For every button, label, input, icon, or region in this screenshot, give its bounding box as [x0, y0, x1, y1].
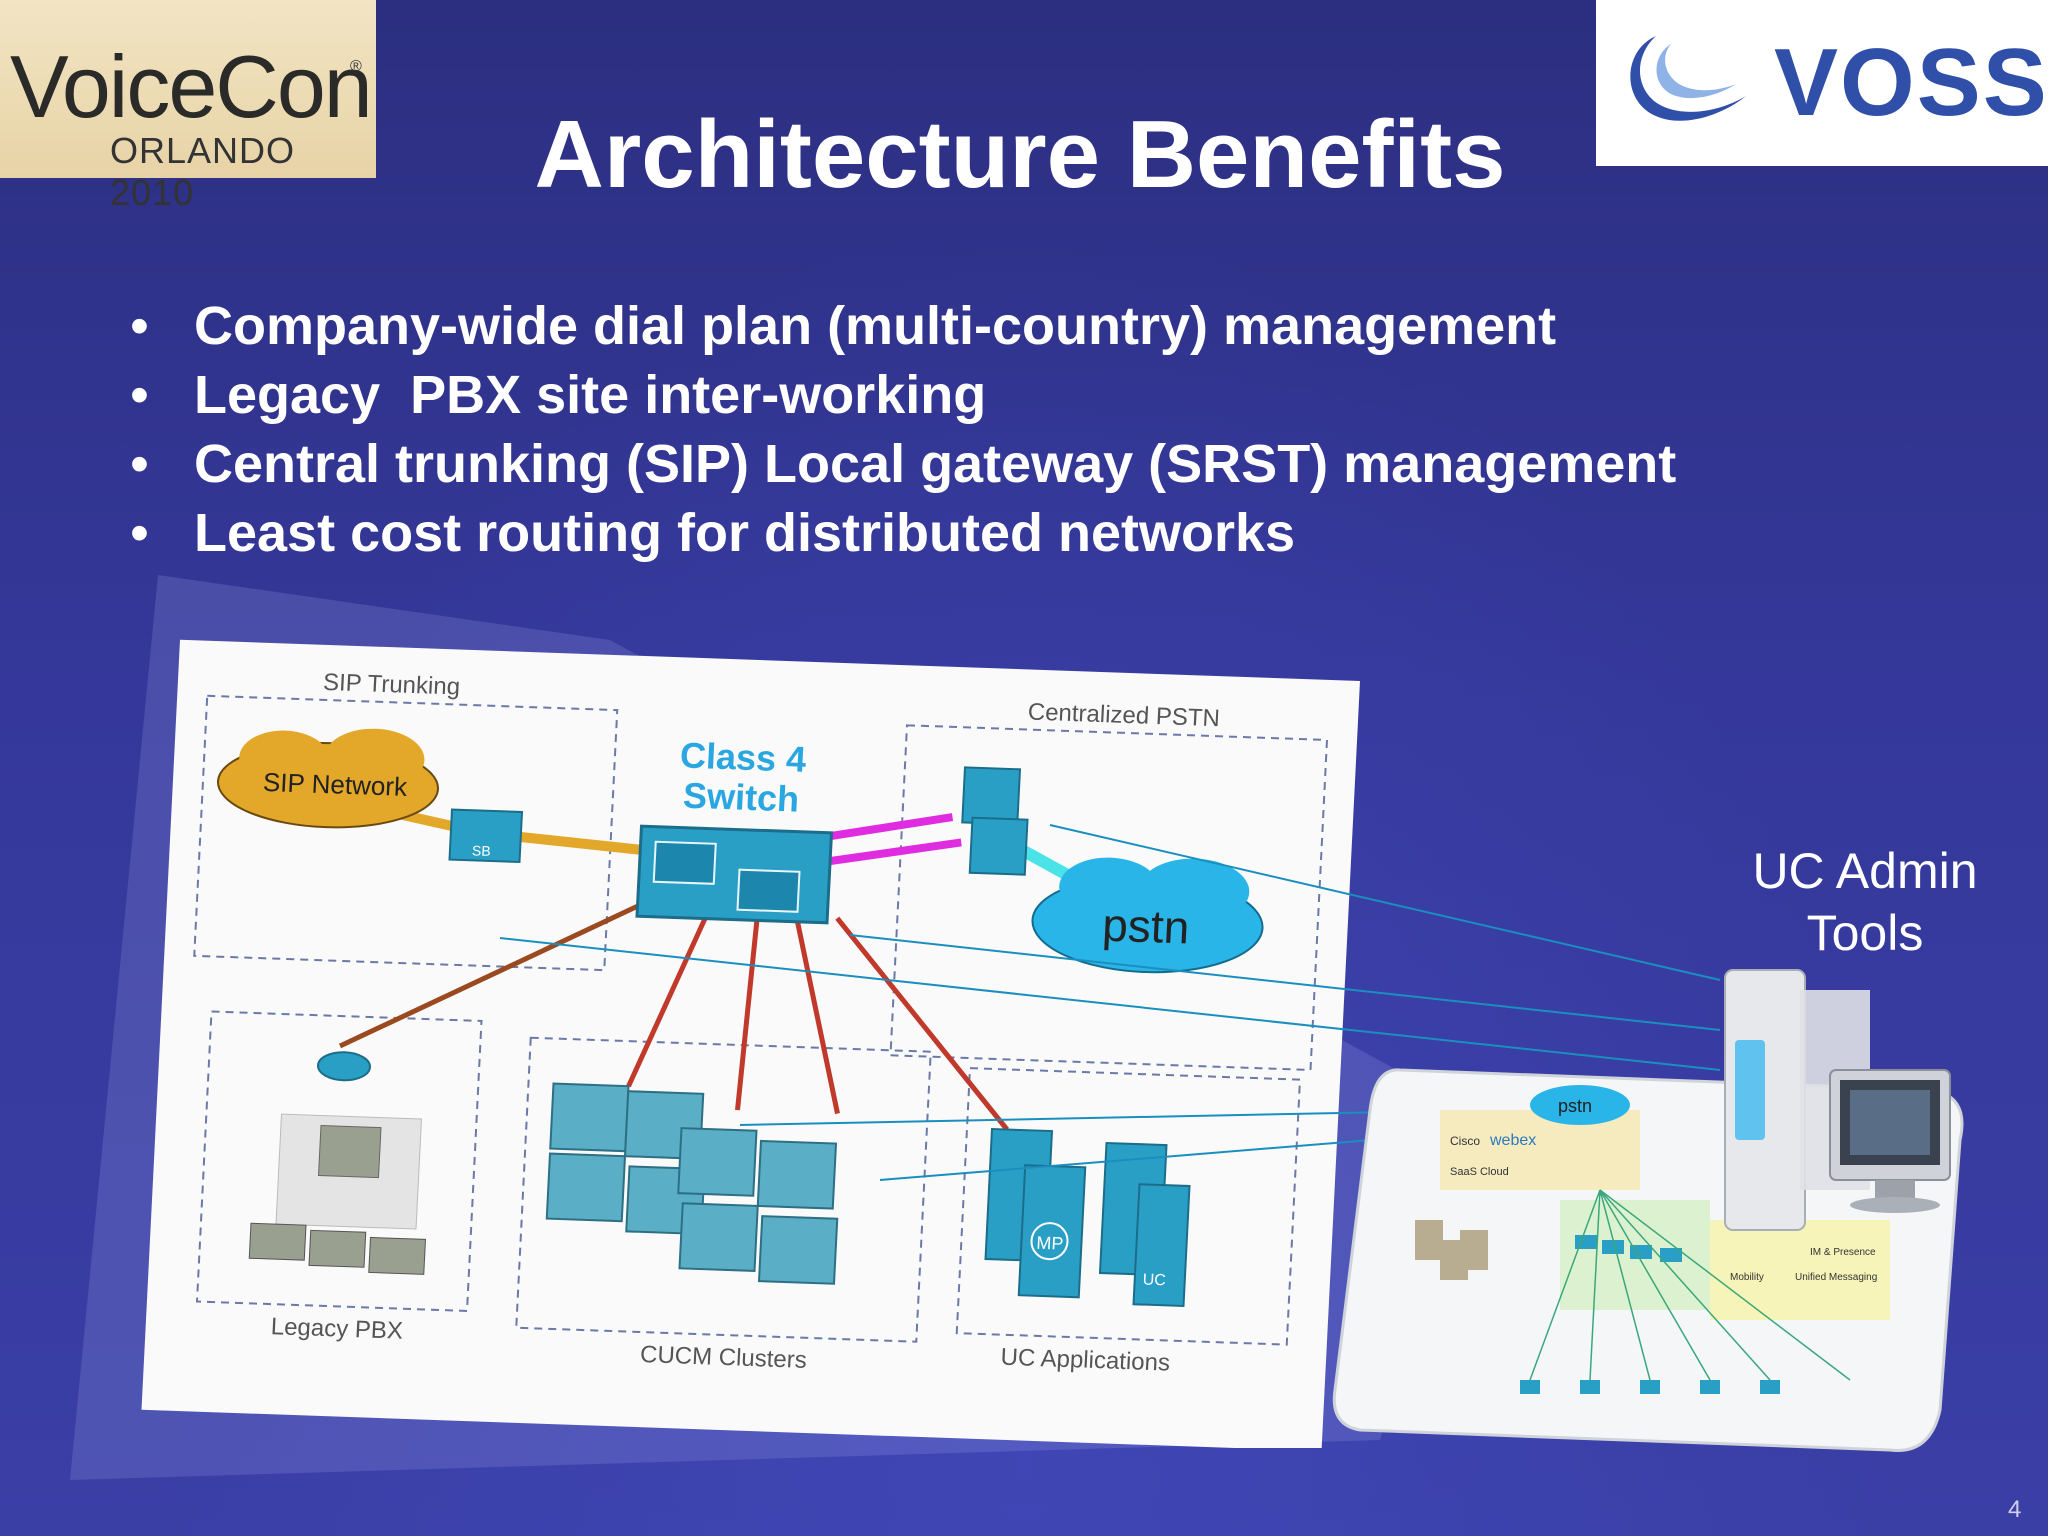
link-switch-cucm-1: [626, 912, 710, 1088]
slide-title: Architecture Benefits: [534, 101, 1506, 208]
bullet-text: Company-wide dial plan (multi-country) m…: [194, 296, 1557, 356]
link-switch-legacy: [338, 903, 639, 1049]
mini-im-presence-label: IM & Presence: [1810, 1247, 1876, 1258]
mini-saas-label: SaaS Cloud: [1450, 1166, 1509, 1178]
uc-admin-label-line1: UC Admin: [1752, 843, 1978, 899]
bullet-item: • Least cost routing for distributed netw…: [130, 499, 1676, 568]
voss-logo: VOSS: [1596, 0, 2048, 166]
label-cucm-clusters: CUCM Clusters: [639, 1341, 807, 1374]
app-mp-label: MP: [1036, 1233, 1064, 1254]
class4-switch: Class 4 Switch: [635, 734, 834, 925]
phone-icon: [368, 1236, 427, 1275]
group-box-uc-applications: [955, 1067, 1302, 1346]
mini-webex-label: webex: [1489, 1132, 1536, 1149]
phone-icon: [248, 1222, 307, 1261]
bullet-item: • Central trunking (SIP) Local gateway (S…: [130, 430, 1676, 499]
label-sip-trunking: SIP Trunking: [322, 669, 460, 701]
link-switch-cucm-2: [735, 918, 760, 1111]
sbc-device: SB: [448, 808, 524, 864]
page-number: 4: [2008, 1496, 2022, 1523]
bullet-text: Least cost routing for distributed netwo…: [194, 503, 1296, 563]
bullet-dot: •: [130, 503, 149, 563]
bullet-text: Legacy PBX site inter-working: [194, 365, 987, 425]
link-switch-pstn-magenta-2: [819, 838, 962, 867]
router-icon: [316, 1051, 372, 1082]
pstn-cloud: pstn: [1031, 857, 1264, 974]
sbc-label: SB: [472, 842, 491, 859]
switch-label-line1: Class 4: [679, 734, 807, 779]
label-legacy-pbx: Legacy PBX: [270, 1313, 403, 1345]
app-uc-label: UC: [1142, 1272, 1166, 1290]
pstn-gateway-2: [968, 816, 1029, 876]
uc-admin-label-line2: Tools: [1806, 905, 1924, 961]
bullet-text: Central trunking (SIP) Local gateway (SR…: [194, 434, 1677, 494]
mini-unified-messaging-label: Unified Messaging: [1795, 1272, 1877, 1283]
group-box-centralized-pstn: [889, 724, 1329, 1072]
voicecon-logo: VoiceCon ® ORLANDO 2010: [0, 0, 376, 213]
admin-computer-icon: [1724, 969, 1951, 1231]
bullet-dot: •: [130, 434, 149, 494]
link-switch-pstn-magenta: [820, 813, 954, 842]
voss-swirl-icon: [1630, 36, 1746, 121]
bullet-dot: •: [130, 296, 149, 356]
voicecon-logo-registered: ®: [350, 58, 362, 75]
mini-pstn-label: pstn: [1558, 1096, 1592, 1116]
voss-logo-name: VOSS: [1774, 29, 2048, 136]
network-diagram: SIP Trunking Centralized PSTN Legacy PBX…: [141, 639, 1360, 1448]
pstn-label: pstn: [1101, 899, 1191, 954]
bullet-list: • Company-wide dial plan (multi-country) …: [130, 292, 1676, 568]
mini-mobility-label: Mobility: [1730, 1272, 1764, 1283]
group-box-cucm-clusters: [515, 1036, 932, 1343]
label-centralized-pstn: Centralized PSTN: [1027, 699, 1220, 733]
link-sbc-switch: [520, 832, 661, 857]
mini-cisco-label: Cisco: [1450, 1134, 1480, 1148]
link-switch-uc-apps: [835, 916, 1009, 1132]
voicecon-logo-subtitle: ORLANDO 2010: [110, 130, 296, 213]
phone-icon: [308, 1229, 367, 1268]
sip-network-label: SIP Network: [262, 767, 408, 802]
bullet-item: • Legacy PBX site inter-working: [130, 361, 1676, 430]
voicecon-logo-name: VoiceCon: [10, 37, 373, 136]
label-uc-applications: UC Applications: [1000, 1344, 1171, 1377]
legacy-pbx-site: [248, 1051, 427, 1275]
bullet-dot: •: [130, 365, 149, 425]
cucm-cluster-servers: [545, 1082, 839, 1285]
bullet-item: • Company-wide dial plan (multi-country) …: [130, 292, 1676, 361]
uc-admin-tools-label: UC Admin Tools: [1740, 840, 1990, 964]
link-switch-cucm-3: [794, 919, 840, 1115]
switch-label-line2: Switch: [682, 775, 800, 820]
uc-application-servers: MP UC: [984, 1127, 1191, 1308]
sip-network-cloud: SIP Network: [216, 728, 440, 829]
